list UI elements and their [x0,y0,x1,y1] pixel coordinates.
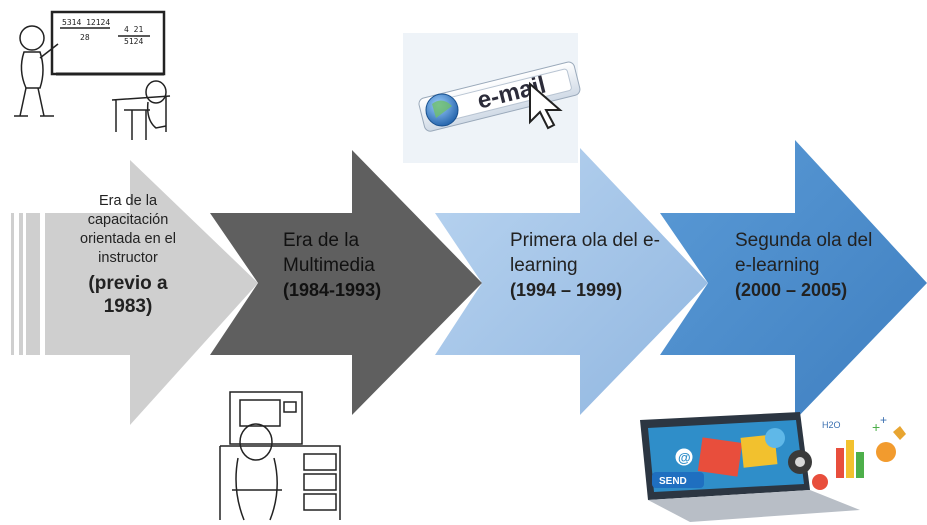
arrow-primera-ola [435,148,708,415]
stage-3-title: Primera ola del e-learning [510,230,660,276]
stage-2-title: Era de la Multimedia [283,230,375,276]
chem-text: H2O [822,420,841,430]
math-line-1: 5314 12124 [62,18,110,27]
stage-1-dates: (previo a 1983) [88,273,168,317]
stage-3-dates: (1994 – 1999) [510,280,623,300]
math-line-3: 28 [80,33,90,42]
stage-2-label: Era de la Multimedia (1984-1993) [283,228,433,303]
stage-4-label: Segunda ola del e-learning (2000 – 2005) [735,228,885,303]
stage-4-title: Segunda ola del e-learning [735,230,873,276]
teacher-blackboard-illustration [14,10,171,140]
at-sign-icon [674,447,694,467]
stage-1-label: Era de la capacitación orientada en el i… [62,192,194,318]
laptop-multimedia-illustration: SEND @ H2O + + [640,412,906,522]
math-line-4: 5124 [124,37,143,46]
stage-3-label: Primera ola del e-learning (1994 – 1999) [510,228,660,303]
stage-4-dates: (2000 – 2005) [735,280,848,300]
blackboard-math-text: 5314 12124 4 21 28 5124 [62,18,143,46]
arrow-instructor [45,160,258,425]
math-line-2: 4 21 [124,25,143,34]
arrow-multimedia [210,150,482,415]
stage-2-dates: (1984-1993) [283,280,382,300]
person-computer-illustration [219,391,341,521]
svg-text:+: + [880,413,887,427]
send-button-text: SEND [659,476,687,487]
arrow-segunda-ola [660,140,927,420]
cursor-icon [529,81,563,130]
stage-1-title: Era de la capacitación orientada en el i… [80,193,176,266]
stripe-decoration [11,213,40,355]
email-banner-image: e-mail [403,33,581,163]
svg-text:@: @ [678,450,691,465]
svg-text:+: + [872,419,880,435]
